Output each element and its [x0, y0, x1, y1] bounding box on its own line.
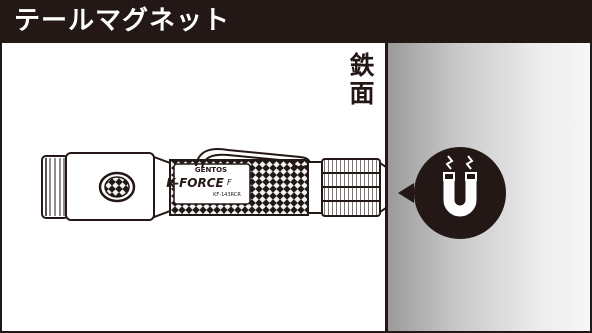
flashlight-body: GENTOS K-FORCE F KF-143RCR	[166, 159, 309, 216]
flashlight-switch	[98, 171, 136, 203]
iron-label-char-2: 面	[349, 79, 375, 108]
flashlight-tail	[307, 158, 387, 217]
spark-icon	[445, 155, 474, 170]
magnet-icon	[443, 172, 477, 217]
page-title: テールマグネット	[14, 6, 231, 36]
model-label: K-FORCE	[166, 176, 224, 190]
model-suffix-label: F	[227, 178, 232, 187]
iron-label-char-1: 鉄	[349, 51, 375, 80]
flashlight-head	[41, 152, 171, 221]
brand-label: GENTOS	[195, 166, 227, 174]
iron-surface-label: 鉄 面	[345, 52, 379, 108]
magnet-callout	[398, 147, 506, 239]
pocket-clip	[195, 147, 311, 169]
model-code-label: KF-143RCR	[213, 192, 241, 198]
header-bar: テールマグネット	[0, 0, 592, 43]
